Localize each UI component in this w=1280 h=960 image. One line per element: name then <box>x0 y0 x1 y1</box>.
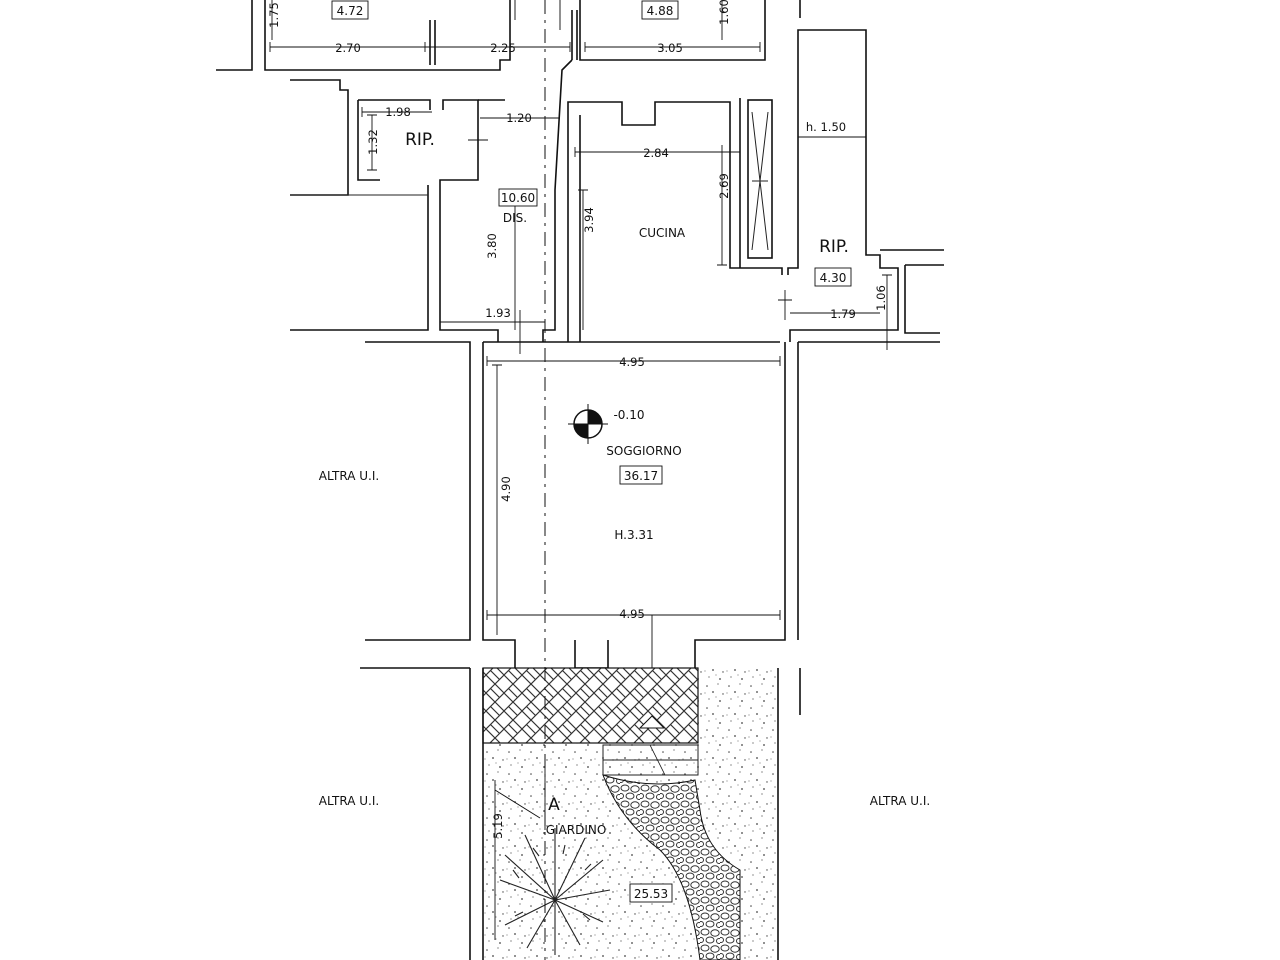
cucina-label: CUCINA <box>639 226 686 240</box>
dim-1-32: 1.32 <box>366 129 380 155</box>
dis-area: 10.60 <box>501 191 535 205</box>
level-value: -0.10 <box>613 408 644 422</box>
cucina-room <box>567 29 944 342</box>
level-marker-icon <box>568 404 608 444</box>
dim-2-70: 2.70 <box>335 41 361 55</box>
dim-2-84: 2.84 <box>643 146 669 160</box>
dim-3-94: 3.94 <box>582 207 596 233</box>
top-right-area: 4.88 <box>647 4 674 18</box>
dim-4-95-top: 4.95 <box>619 355 645 369</box>
giardino-label: GIARDINO <box>546 823 607 837</box>
dim-4-90: 4.90 <box>499 476 513 502</box>
dim-3-05: 3.05 <box>657 41 683 55</box>
dim-3-80: 3.80 <box>485 233 499 259</box>
dim-1-93: 1.93 <box>485 306 511 320</box>
dim-1-06: 1.06 <box>874 285 888 311</box>
dis-corridor <box>290 59 573 342</box>
dis-label: DIS. <box>503 211 527 225</box>
top-left-area: 4.72 <box>337 4 364 18</box>
dimension-labels: 1.75 2.70 2.25 3.05 1.60 1.98 1.32 1.20 … <box>267 0 888 839</box>
dim-4-95-bottom: 4.95 <box>619 607 645 621</box>
room-labels: 4.72 4.88 RIP. 10.60 DIS. CUCINA RIP. 4.… <box>319 4 930 901</box>
up-arrow-icon <box>638 715 666 776</box>
giardino-area-label: 25.53 <box>634 887 668 901</box>
dim-1-20: 1.20 <box>506 111 532 125</box>
area-boxes <box>331 0 852 903</box>
giardino-area <box>469 667 779 960</box>
top-walls <box>216 0 801 71</box>
soggiorno-height: H.3.31 <box>614 528 653 542</box>
dim-1-98: 1.98 <box>385 105 411 119</box>
soggiorno-area: 36.17 <box>624 469 658 483</box>
dim-5-19: 5.19 <box>491 813 505 839</box>
rip-left-room <box>290 79 505 196</box>
dim-1-79: 1.79 <box>830 307 856 321</box>
palm-tree-icon <box>499 828 611 955</box>
dim-1-75: 1.75 <box>267 2 281 28</box>
rip-right-area: 4.30 <box>820 271 847 285</box>
soggiorno-label: SOGGIORNO <box>606 444 681 458</box>
dimension-lines <box>269 0 892 940</box>
rip-right-label: RIP. <box>819 237 849 257</box>
dim-1-60: 1.60 <box>717 0 731 25</box>
section-line <box>494 0 546 960</box>
dim-2-69: 2.69 <box>717 173 731 199</box>
altra-ui-left-upper: ALTRA U.I. <box>319 469 379 483</box>
rip-left-label: RIP. <box>405 130 435 150</box>
section-mark: A <box>548 795 560 815</box>
dim-2-25: 2.25 <box>490 41 516 55</box>
altra-ui-left-lower: ALTRA U.I. <box>319 794 379 808</box>
dim-h-1-50: h. 1.50 <box>806 120 846 134</box>
altra-ui-right-lower: ALTRA U.I. <box>870 794 930 808</box>
